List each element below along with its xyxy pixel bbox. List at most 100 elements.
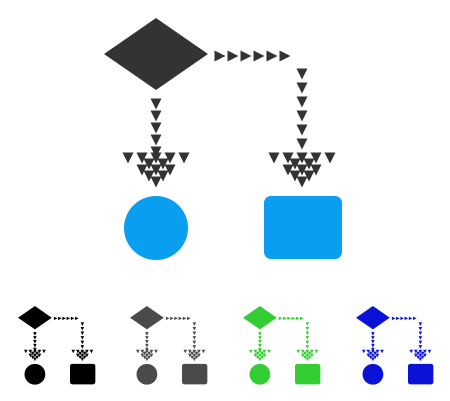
arrow-dot-icon: [305, 331, 310, 336]
arrow-dot-icon: [253, 50, 265, 62]
arrow-dot-icon: [145, 349, 149, 354]
arrow-dot-icon: [423, 349, 427, 354]
arrow-dot-icon: [192, 336, 197, 340]
arrow-dot-icon: [147, 351, 151, 356]
arrow-dot-icon: [258, 332, 262, 336]
arrow-dot-icon: [149, 349, 154, 354]
arrow-dot-icon: [418, 353, 423, 358]
arrow-dot-icon: [287, 316, 291, 321]
arrow-dot-icon: [53, 316, 58, 321]
arrow-dot-icon: [33, 347, 37, 352]
arrow-dot-icon: [371, 339, 375, 344]
arrow-dot-icon: [371, 357, 375, 362]
arrow-dot-icon: [174, 316, 178, 321]
arrow-dot-icon: [150, 176, 162, 188]
arrow-dot-icon: [258, 343, 262, 348]
arrow-dot-icon: [423, 353, 427, 358]
arrow-dot-icon: [295, 316, 300, 321]
arrow-dot-icon: [30, 355, 35, 360]
arrow-dot-icon: [42, 349, 46, 354]
arrow-dot-icon: [418, 349, 423, 354]
arrow-dot-icon: [282, 164, 294, 176]
arrow-dot-icon: [253, 353, 258, 358]
arrow-dot-icon: [85, 349, 89, 354]
arrow-dot-icon: [157, 170, 169, 182]
arrow-dot-icon: [145, 336, 149, 340]
arrow-dot-icon: [178, 152, 190, 164]
arrow-dot-icon: [80, 357, 85, 362]
arrow-dot-icon: [296, 176, 308, 188]
flowchart-icon-green: [243, 306, 321, 385]
arrow-dot-icon: [187, 316, 191, 321]
rectangle-process-icon: [182, 363, 208, 385]
arrow-dot-icon: [82, 355, 87, 360]
arrow-dot-icon: [296, 96, 308, 108]
arrow-dot-icon: [24, 349, 28, 354]
flowchart-icon-colored: [104, 18, 342, 260]
arrow-dot-icon: [76, 353, 80, 358]
arrow-dot-icon: [416, 351, 420, 356]
arrow-dot-icon: [278, 316, 283, 321]
arrow-dot-icon: [145, 347, 149, 352]
arrow-dot-icon: [150, 122, 162, 134]
arrow-dot-icon: [33, 353, 37, 358]
arrow-dot-icon: [400, 316, 404, 321]
arrow-dot-icon: [80, 331, 85, 336]
arrow-dot-icon: [66, 316, 71, 321]
arrow-dot-icon: [262, 349, 267, 354]
arrow-dot-icon: [268, 152, 280, 164]
rectangle-process-icon: [295, 363, 321, 385]
arrow-dot-icon: [192, 331, 197, 336]
arrow-dot-icon: [371, 343, 375, 348]
arrow-dot-icon: [76, 349, 80, 354]
arrow-dot-icon: [80, 340, 85, 345]
arrow-dot-icon: [296, 110, 308, 122]
arrow-dot-icon: [150, 110, 162, 122]
flowchart-icon-blue: [356, 306, 434, 385]
arrow-dot-icon: [266, 50, 278, 62]
arrow-dot-icon: [303, 158, 315, 170]
arrow-dot-icon: [289, 158, 301, 170]
arrow-dot-icon: [314, 349, 319, 354]
arrow-dot-icon: [418, 326, 423, 331]
arrow-dot-icon: [303, 351, 307, 356]
arrow-dot-icon: [289, 170, 301, 182]
arrow-dot-icon: [157, 158, 169, 170]
diamond-decision-icon: [243, 306, 277, 330]
arrow-dot-icon: [214, 50, 226, 62]
arrow-dot-icon: [149, 353, 154, 358]
arrow-dot-icon: [178, 316, 183, 321]
arrow-dot-icon: [253, 349, 258, 354]
arrow-dot-icon: [362, 349, 366, 354]
rectangle-process-icon: [408, 363, 434, 385]
arrow-dot-icon: [140, 353, 145, 358]
arrow-dot-icon: [303, 170, 315, 182]
arrow-dot-icon: [190, 351, 194, 356]
rectangle-process-icon: [264, 196, 342, 259]
arrow-dot-icon: [305, 336, 310, 340]
arrow-dot-icon: [183, 349, 188, 354]
arrow-dot-icon: [305, 322, 310, 326]
arrow-dot-icon: [391, 316, 396, 321]
arrow-dot-icon: [30, 351, 35, 356]
circle-terminal-icon: [24, 363, 46, 385]
arrow-dot-icon: [136, 152, 148, 164]
arrow-dot-icon: [409, 349, 414, 354]
arrow-dot-icon: [303, 355, 307, 360]
arrow-dot-icon: [418, 340, 423, 345]
arrow-dot-icon: [28, 349, 33, 354]
arrow-dot-icon: [296, 349, 301, 354]
arrow-dot-icon: [324, 152, 336, 164]
arrow-dot-icon: [310, 353, 314, 358]
arrow-dot-icon: [150, 164, 162, 176]
arrow-dot-icon: [371, 332, 375, 336]
arrow-dot-icon: [150, 134, 162, 146]
arrow-dot-icon: [150, 98, 162, 110]
arrow-dot-icon: [227, 50, 239, 62]
arrow-dot-icon: [192, 326, 197, 331]
arrow-dot-icon: [375, 349, 380, 354]
arrow-dot-icon: [296, 124, 308, 136]
arrow-dot-icon: [420, 351, 425, 356]
arrow-dot-icon: [80, 336, 85, 340]
